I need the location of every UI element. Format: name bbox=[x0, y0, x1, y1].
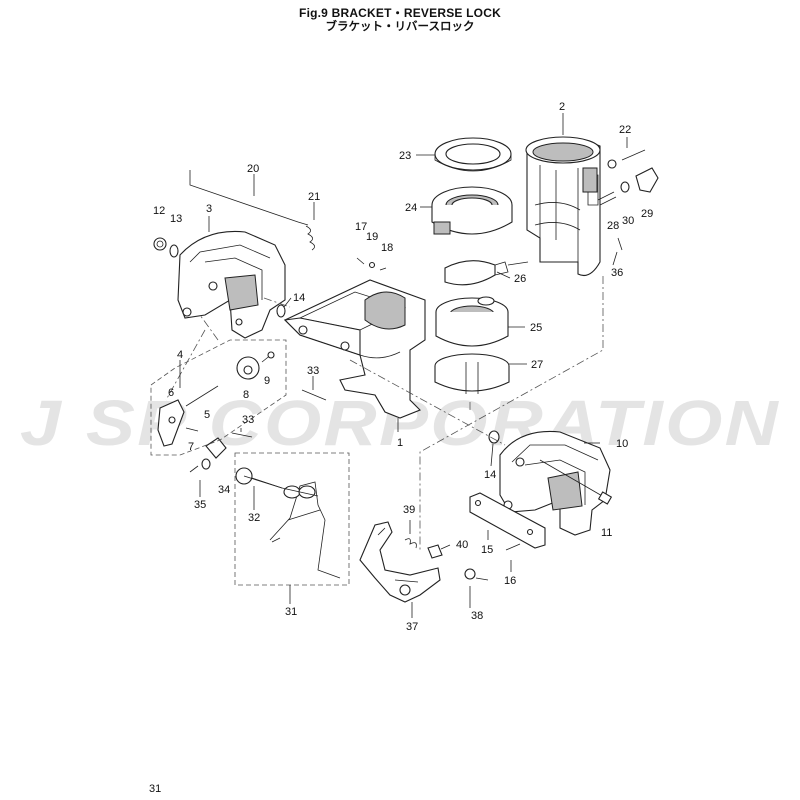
callout-26: 26 bbox=[514, 273, 526, 285]
callout-29: 29 bbox=[641, 208, 653, 220]
callout-3: 3 bbox=[206, 203, 212, 215]
callout-2: 2 bbox=[559, 101, 565, 113]
callout-19: 19 bbox=[366, 231, 378, 243]
leader-lines bbox=[179, 113, 628, 618]
callout-8: 8 bbox=[243, 389, 249, 401]
assembly-lines bbox=[165, 276, 604, 550]
callout-17: 17 bbox=[355, 221, 367, 233]
small-parts bbox=[153, 149, 659, 581]
part-2-swivel-housing bbox=[525, 136, 601, 277]
part-3-stern-bracket-left bbox=[177, 230, 286, 339]
callout-12: 12 bbox=[153, 205, 165, 217]
callout-34: 34 bbox=[218, 484, 230, 496]
callout-14-lower: 14 bbox=[484, 469, 496, 481]
callout-18: 18 bbox=[381, 242, 393, 254]
callout-13: 13 bbox=[170, 213, 182, 225]
part-23-upper-bushing-ring bbox=[434, 137, 512, 172]
callout-1: 1 bbox=[397, 437, 403, 449]
callout-9: 9 bbox=[264, 375, 270, 387]
callout-30: 30 bbox=[622, 215, 634, 227]
callout-10: 10 bbox=[616, 438, 628, 450]
part-27-split-ring bbox=[434, 353, 510, 394]
callout-32: 32 bbox=[248, 512, 260, 524]
callout-16: 16 bbox=[504, 575, 516, 587]
callout-6: 6 bbox=[168, 387, 174, 399]
callout-23: 23 bbox=[399, 150, 411, 162]
part-15-plate bbox=[469, 492, 546, 549]
callout-5: 5 bbox=[204, 409, 210, 421]
part-24-collar bbox=[431, 186, 513, 235]
callout-33-lower: 33 bbox=[242, 414, 254, 426]
callout-33-upper: 33 bbox=[307, 365, 319, 377]
part-20-tilt-rod bbox=[189, 170, 309, 226]
callout-labels: 1 2 3 4 5 6 7 8 9 10 11 12 13 14 14 15 1… bbox=[153, 101, 653, 633]
callout-15: 15 bbox=[481, 544, 493, 556]
callout-4: 4 bbox=[177, 349, 183, 361]
callout-22: 22 bbox=[619, 124, 631, 136]
callout-24: 24 bbox=[405, 202, 417, 214]
callout-36: 36 bbox=[611, 267, 623, 279]
callout-39: 39 bbox=[403, 504, 415, 516]
callout-11: 11 bbox=[601, 527, 612, 539]
part-37-reverse-lock-hook bbox=[359, 521, 441, 603]
figure-title-japanese: ブラケット・リバースロック bbox=[325, 21, 475, 33]
callout-28: 28 bbox=[607, 220, 619, 232]
callout-14-upper: 14 bbox=[293, 292, 305, 304]
part-10-stern-bracket-right bbox=[499, 430, 611, 536]
callout-7: 7 bbox=[188, 441, 194, 453]
callout-38: 38 bbox=[471, 610, 483, 622]
part-25-lower-bushing bbox=[435, 296, 509, 347]
callout-31: 31 bbox=[285, 606, 297, 618]
callout-25: 25 bbox=[530, 322, 542, 334]
callout-27: 27 bbox=[531, 359, 543, 371]
page-number: 31 bbox=[149, 783, 162, 795]
group-boxes bbox=[150, 339, 350, 586]
callout-35: 35 bbox=[194, 499, 206, 511]
figure-title: Fig.9 BRACKET・REVERSE LOCK bbox=[299, 6, 501, 20]
callout-40: 40 bbox=[456, 539, 468, 551]
callout-21: 21 bbox=[308, 191, 320, 203]
part-26-clamp-band bbox=[444, 260, 529, 286]
part-1-swivel-bracket bbox=[283, 279, 426, 419]
part-11-through-bolt bbox=[539, 459, 613, 505]
callout-20: 20 bbox=[247, 163, 259, 175]
callout-37: 37 bbox=[406, 621, 418, 633]
